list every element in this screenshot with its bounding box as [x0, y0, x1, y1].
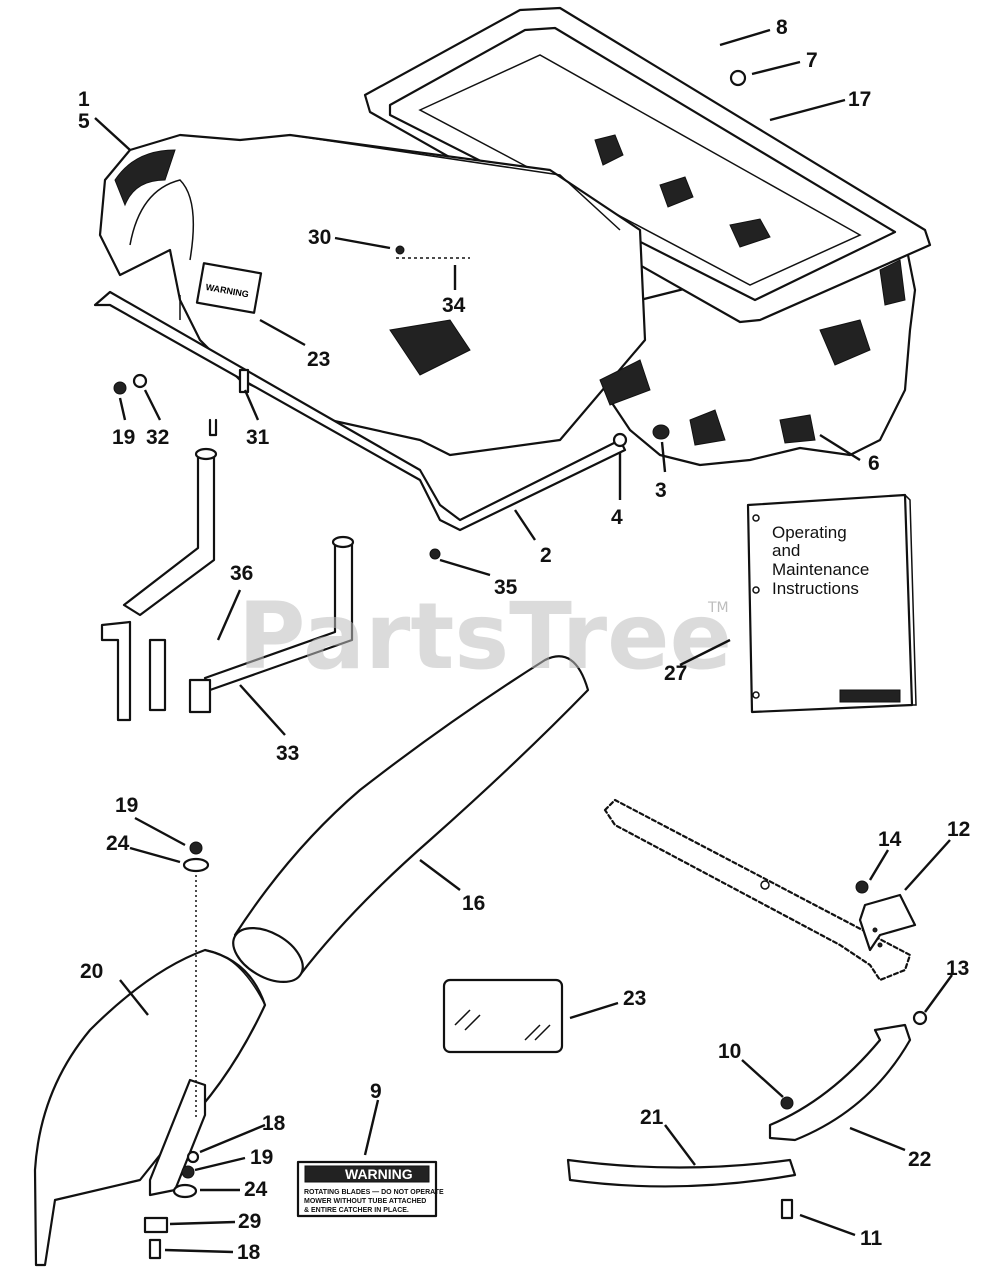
callouts: 1 5 8 7 17 30 34 23 19 32 31 3 6 4 2 35 …: [78, 16, 970, 1264]
callout-36: 36: [230, 562, 253, 585]
leader-lines: [94, 28, 953, 1254]
bag-frame[interactable]: [363, 6, 932, 324]
callout-5: 5: [78, 110, 90, 133]
callout-16: 16: [462, 892, 485, 915]
watermark-tm: TM: [707, 600, 729, 616]
callout-7: 7: [806, 49, 818, 72]
warning-decal[interactable]: WARNING ROTATING BLADES — DO NOT OPERATE…: [296, 1160, 444, 1218]
callout-8: 8: [776, 16, 788, 39]
blade-bracket[interactable]: [858, 893, 917, 952]
callout-19-upper: 19: [112, 426, 135, 449]
manual-line-4: Instructions: [772, 579, 859, 598]
callout-24-lower: 24: [244, 1178, 268, 1201]
manual-line-2: and: [772, 541, 800, 560]
callout-24-upper: 24: [106, 832, 130, 855]
callout-19-tube: 19: [115, 794, 138, 817]
callout-19-lower: 19: [250, 1146, 273, 1169]
callout-9: 9: [370, 1080, 382, 1103]
chute-elbow[interactable]: [33, 948, 267, 1267]
callout-2: 2: [540, 544, 552, 567]
callout-3: 3: [655, 479, 667, 502]
baffle-21[interactable]: [566, 1158, 797, 1188]
callout-4: 4: [611, 506, 623, 529]
mower-blade[interactable]: [603, 798, 912, 982]
callout-31: 31: [246, 426, 270, 449]
callout-12: 12: [947, 818, 970, 841]
callout-29: 29: [238, 1210, 261, 1233]
hardware: [113, 69, 928, 1260]
callout-17: 17: [848, 88, 871, 111]
warning-decal-line-2: MOWER WITHOUT TUBE ATTACHED: [304, 1198, 426, 1205]
support-arms[interactable]: [100, 418, 355, 722]
callout-23-lower: 23: [623, 987, 646, 1010]
operating-manual[interactable]: Operating and Maintenance Instructions: [746, 493, 917, 714]
callout-23-upper: 23: [307, 348, 330, 371]
decal-blank[interactable]: [442, 978, 564, 1054]
callout-21: 21: [640, 1106, 664, 1129]
watermark-text: PartsTree: [238, 583, 732, 690]
callout-6: 6: [868, 452, 880, 475]
callout-30: 30: [308, 226, 331, 249]
grass-bag[interactable]: [598, 238, 917, 467]
callout-32: 32: [146, 426, 169, 449]
manual-line-3: Maintenance: [772, 560, 869, 579]
baffle-22[interactable]: [768, 1023, 912, 1142]
warning-decal-line-1: ROTATING BLADES — DO NOT OPERATE: [304, 1189, 444, 1196]
warning-decal-title: WARNING: [345, 1166, 413, 1182]
callout-14: 14: [878, 828, 902, 851]
callout-1: 1: [78, 88, 90, 111]
callout-10: 10: [718, 1040, 741, 1063]
callout-22: 22: [908, 1148, 931, 1171]
callout-11: 11: [860, 1227, 883, 1250]
blower-tube[interactable]: [224, 655, 590, 993]
hood-warning-decal: WARNING: [195, 262, 263, 314]
callout-20: 20: [80, 960, 103, 983]
callout-33: 33: [276, 742, 299, 765]
callout-35: 35: [494, 576, 518, 599]
callout-18-upper: 18: [262, 1112, 286, 1135]
warning-decal-line-3: & ENTIRE CATCHER IN PLACE.: [304, 1207, 409, 1214]
callout-13: 13: [946, 957, 969, 980]
callout-18-lower: 18: [237, 1241, 261, 1264]
hood[interactable]: [98, 133, 651, 457]
manual-line-1: Operating: [772, 523, 847, 542]
callout-27: 27: [664, 662, 687, 685]
callout-34: 34: [442, 294, 466, 317]
